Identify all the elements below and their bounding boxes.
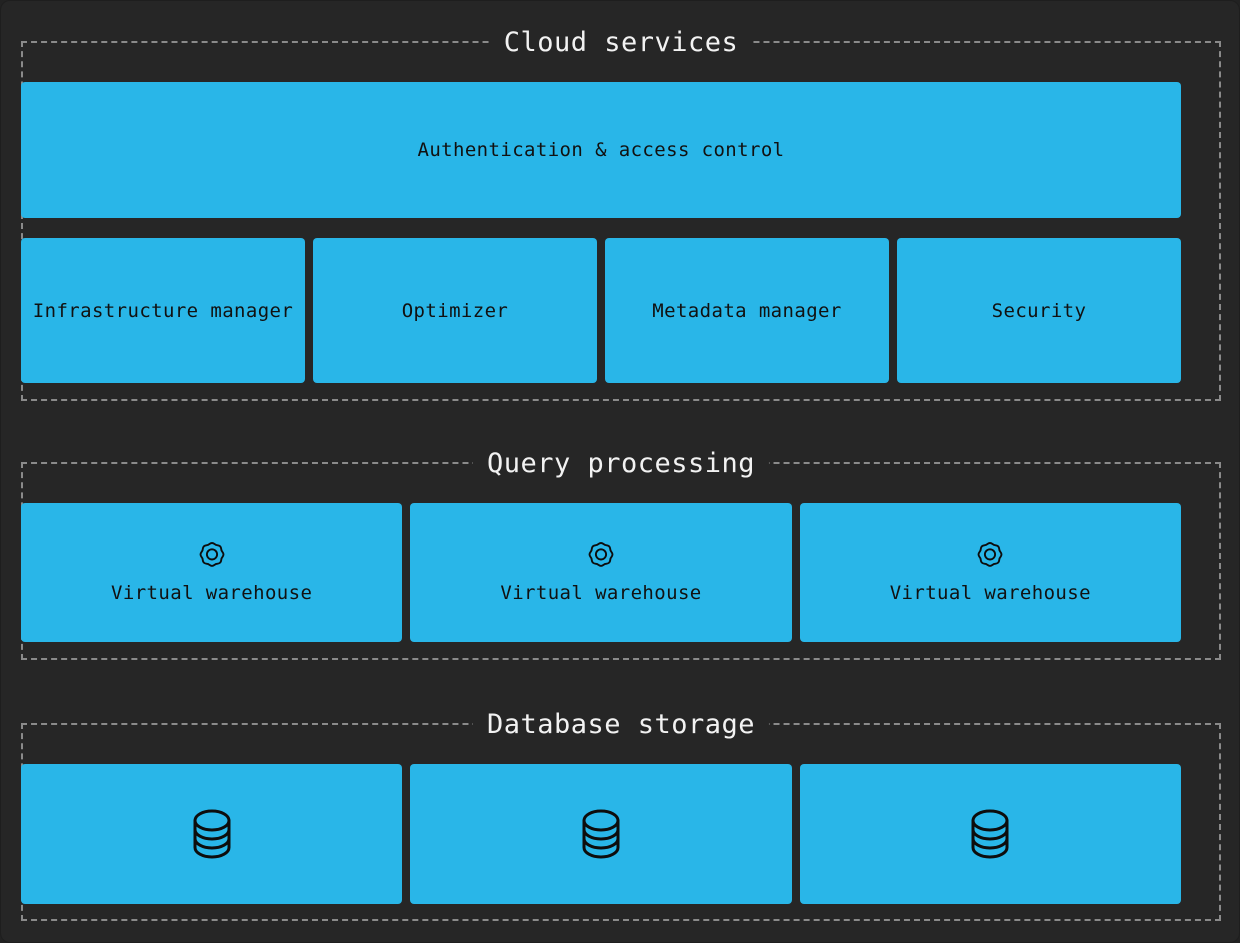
row-query-processing: Virtual warehouse Virtual warehouse Virt… — [21, 503, 1181, 642]
node-label: Virtual warehouse — [111, 582, 313, 604]
gear-icon — [585, 539, 617, 571]
node-label: Infrastructure manager — [32, 299, 294, 322]
node-metadata-manager[interactable]: Metadata manager — [605, 238, 889, 383]
node-label: Authentication & access control — [417, 139, 785, 161]
node-label: Security — [991, 299, 1087, 322]
group-query-processing: Query processing — [21, 450, 1221, 660]
node-database-3[interactable] — [799, 764, 1181, 904]
node-virtual-warehouse-2[interactable]: Virtual warehouse — [410, 503, 792, 642]
group-title-query-processing: Query processing — [472, 450, 770, 478]
row-database-storage — [21, 764, 1181, 904]
gear-icon — [974, 539, 1006, 571]
row-cloud-services-top: Authentication & access control — [21, 82, 1181, 218]
row-cloud-services-bottom: Infrastructure manager Optimizer Metadat… — [21, 238, 1181, 383]
node-optimizer[interactable]: Optimizer — [313, 238, 597, 383]
database-icon — [189, 807, 235, 861]
node-label: Virtual warehouse — [500, 582, 702, 604]
node-label: Metadata manager — [652, 299, 842, 322]
database-icon — [967, 807, 1013, 861]
database-icon — [578, 807, 624, 861]
node-security[interactable]: Security — [897, 238, 1181, 383]
node-virtual-warehouse-1[interactable]: Virtual warehouse — [21, 503, 403, 642]
node-database-1[interactable] — [21, 764, 403, 904]
group-cloud-services: Cloud services — [21, 29, 1221, 401]
node-authentication-access-control[interactable]: Authentication & access control — [21, 82, 1181, 218]
group-title-cloud-services: Cloud services — [489, 29, 753, 57]
node-infrastructure-manager[interactable]: Infrastructure manager — [21, 238, 305, 383]
node-label: Virtual warehouse — [889, 582, 1091, 604]
node-virtual-warehouse-3[interactable]: Virtual warehouse — [799, 503, 1181, 642]
group-database-storage: Database storage — [21, 711, 1221, 921]
group-title-database-storage: Database storage — [472, 711, 770, 739]
node-database-2[interactable] — [410, 764, 792, 904]
node-label: Optimizer — [401, 299, 509, 322]
gear-icon — [196, 539, 228, 571]
